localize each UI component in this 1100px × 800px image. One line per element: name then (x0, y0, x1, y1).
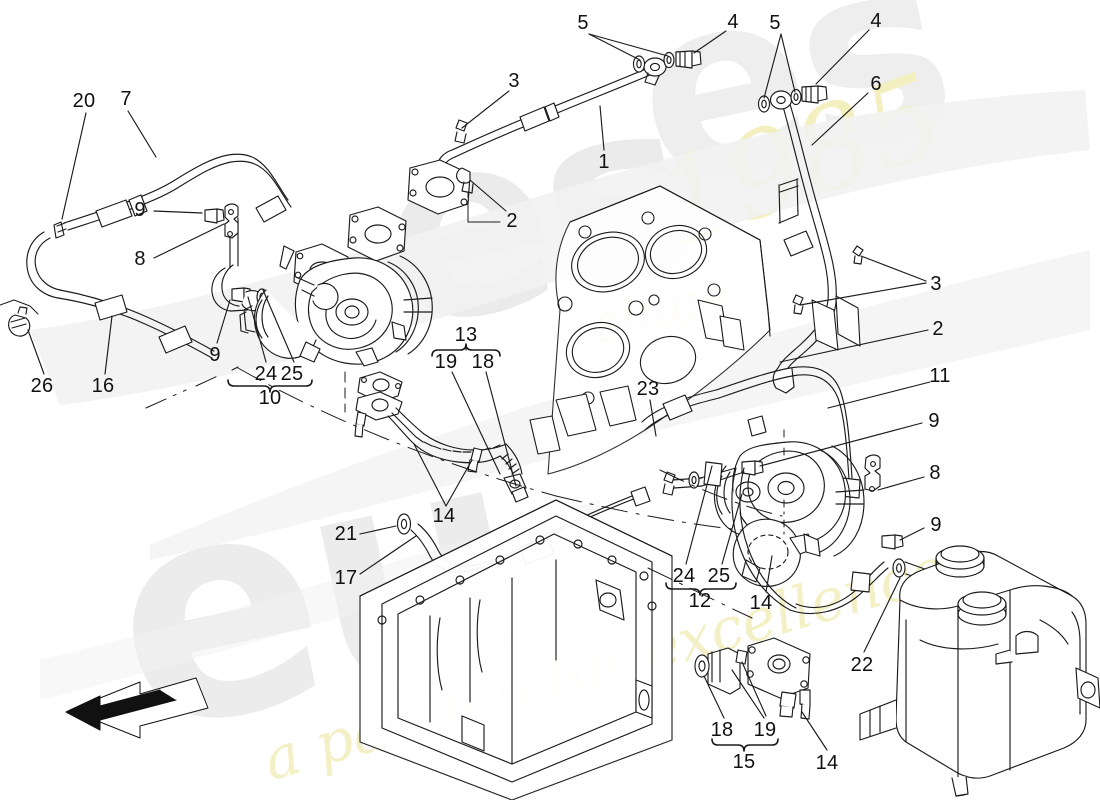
callout-18-b: 18 (710, 719, 734, 741)
callout-9-a: 9 (134, 199, 146, 221)
oil-return-pipe-13 (354, 371, 529, 503)
callout-2-b: 2 (932, 318, 944, 340)
bolt-9-right-lower (881, 534, 904, 550)
callout-20: 20 (72, 90, 96, 112)
coolant-pipe-11 (641, 366, 861, 499)
callout-18-a: 18 (471, 351, 495, 373)
bracket-label-12: 12 (688, 590, 712, 612)
bracket-label-15: 15 (732, 751, 756, 773)
callout-16: 16 (91, 375, 115, 397)
turbocharger-left (239, 159, 471, 413)
callout-14-a: 14 (432, 505, 456, 527)
oil-drain-fitting-15 (694, 637, 811, 720)
union-2-left (456, 167, 501, 223)
group-brackets (227, 343, 779, 752)
callout-9-d: 9 (930, 514, 942, 536)
centre-dash-lines (145, 366, 783, 619)
callout-23: 23 (636, 378, 660, 400)
callout-24-a: 24 (254, 363, 278, 385)
coolant-line-12 (662, 461, 940, 615)
callout-9-c: 9 (928, 410, 940, 432)
callout-22: 22 (850, 654, 874, 676)
direction-arrow (65, 677, 209, 739)
callout-6: 6 (870, 73, 882, 95)
callout-25-a: 25 (280, 363, 304, 385)
callout-3-b: 3 (930, 273, 942, 295)
callout-4-a: 4 (727, 11, 739, 33)
callout-11: 11 (929, 365, 951, 387)
clip-3-left (454, 119, 468, 144)
bracket-8-right (864, 454, 881, 492)
callout-8-b: 8 (929, 462, 941, 484)
bolt-9-right-upper (741, 460, 764, 476)
callout-5-b: 5 (769, 12, 781, 34)
callout-8-a: 8 (134, 248, 146, 270)
leader-lines (27, 29, 931, 751)
callout-5-a: 5 (577, 12, 589, 34)
coolant-pipe-assembly-10 (0, 153, 292, 359)
callout-4-b: 4 (870, 10, 882, 32)
callout-21: 21 (334, 523, 358, 545)
bracket-label-13: 13 (454, 324, 478, 346)
callout-1: 1 (598, 151, 610, 173)
callout-7: 7 (120, 88, 132, 110)
bracket-8-left (224, 203, 239, 239)
oil-sump-pan (359, 499, 673, 800)
callout-3-a: 3 (508, 70, 520, 92)
turbocharger-right (713, 415, 865, 587)
callout-14-c: 14 (815, 752, 839, 774)
callout-2-a: 2 (506, 210, 518, 232)
oil-feed-pipe-1 (436, 50, 702, 171)
callout-25-b: 25 (707, 565, 731, 587)
callout-19-b: 19 (753, 719, 777, 741)
cylinder-head-block-23 (529, 185, 861, 475)
callout-14-b: 14 (749, 592, 773, 614)
callout-19-a: 19 (434, 351, 458, 373)
bolt-9-upper-left (204, 208, 225, 224)
callout-17: 17 (334, 567, 358, 589)
callout-9-b: 9 (209, 344, 221, 366)
callout-24-b: 24 (672, 565, 696, 587)
callout-26: 26 (30, 375, 54, 397)
bracket-label-10: 10 (258, 387, 282, 409)
coolant-expansion-tank (859, 545, 1100, 797)
